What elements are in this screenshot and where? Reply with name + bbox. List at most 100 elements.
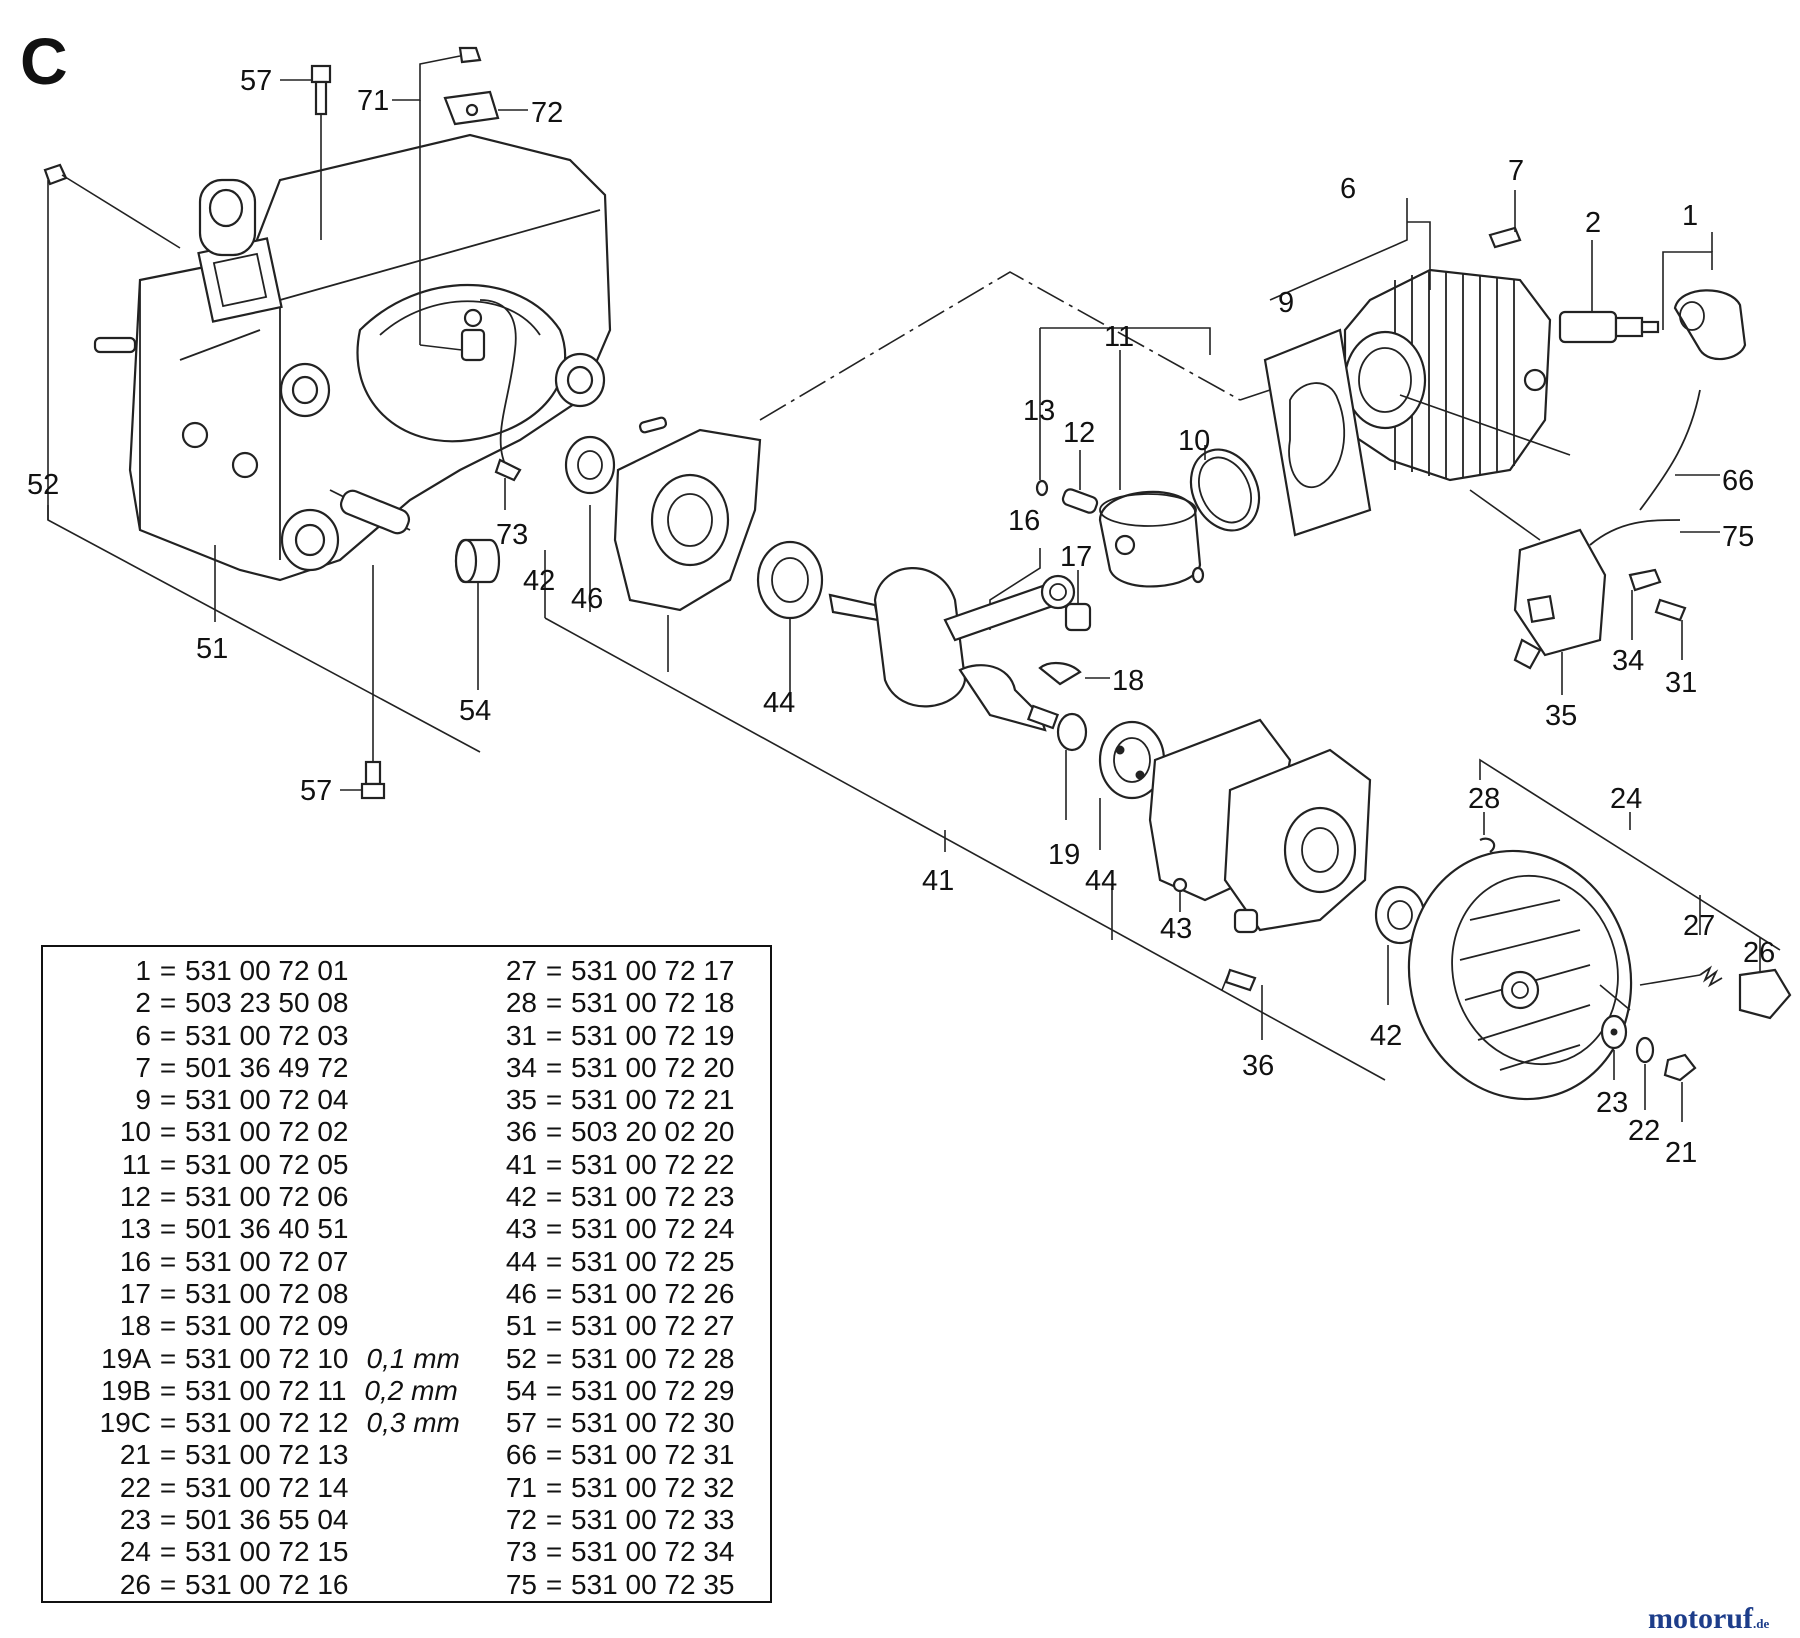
part-number: 531 00 72 02	[185, 1116, 349, 1148]
part-number: 531 00 72 35	[571, 1568, 735, 1600]
parts-list-row: 10=531 00 72 02	[47, 1116, 460, 1148]
ref-number: 26	[119, 1568, 151, 1600]
ref-number: 35	[505, 1084, 537, 1116]
part-number: 531 00 72 04	[185, 1084, 349, 1116]
parts-list-row: 73=531 00 72 34	[427, 1536, 735, 1568]
parts-list-row: 52=531 00 72 28	[427, 1343, 735, 1375]
equals-sign: =	[159, 1181, 177, 1213]
pawl-part-26	[1639, 968, 1792, 1020]
ref-number: 7	[135, 1051, 151, 1083]
callout-71: 71	[357, 85, 389, 117]
callout-42-bottom: 42	[1370, 1020, 1402, 1052]
equals-sign: =	[159, 1504, 177, 1536]
part-number: 531 00 72 09	[185, 1310, 349, 1342]
screw-part-31	[1654, 598, 1687, 660]
part-number: 531 00 72 27	[571, 1310, 735, 1342]
callout-28: 28	[1468, 783, 1500, 815]
callout-57-bottom: 57	[300, 775, 332, 807]
equals-sign: =	[159, 1116, 177, 1148]
callout-12: 12	[1063, 417, 1095, 449]
equals-sign: =	[159, 1439, 177, 1471]
circlip-part-13	[1035, 479, 1205, 584]
key-part-18	[1038, 662, 1082, 686]
part-note: 0,2 mm	[364, 1374, 458, 1406]
part-number: 531 00 72 34	[571, 1536, 735, 1568]
ref-number: 75	[505, 1568, 537, 1600]
parts-list-row: 36=503 20 02 20	[427, 1116, 735, 1148]
equals-sign: =	[545, 1504, 563, 1536]
seal-part-42-top	[564, 435, 616, 495]
callout-19: 19	[1048, 839, 1080, 871]
parts-list-row: 12=531 00 72 06	[47, 1181, 460, 1213]
callout-42-top: 42	[523, 565, 555, 597]
parts-list-row: 72=531 00 72 33	[427, 1504, 735, 1536]
screw-part-52	[43, 163, 181, 249]
equals-sign: =	[159, 1245, 177, 1277]
equals-sign: =	[159, 1084, 177, 1116]
ignition-module-part-35	[1513, 528, 1607, 695]
piston-part-11	[1098, 350, 1202, 588]
ref-number: 28	[505, 987, 537, 1019]
switch-part-71	[392, 46, 486, 362]
ref-number: 2	[135, 987, 151, 1019]
parts-list-row: 22=531 00 72 14	[47, 1472, 460, 1504]
equals-sign: =	[159, 1536, 177, 1568]
part-number: 503 23 50 08	[185, 987, 349, 1019]
cylinder-part-6	[1343, 268, 1552, 482]
callout-6: 6	[1340, 173, 1356, 205]
callout-35: 35	[1545, 700, 1577, 732]
parts-list-row: 66=531 00 72 31	[427, 1439, 735, 1471]
callout-43: 43	[1160, 913, 1192, 945]
parts-list-row: 35=531 00 72 21	[427, 1084, 735, 1116]
parts-list-row: 16=531 00 72 07	[47, 1246, 460, 1278]
part-number: 531 00 72 22	[571, 1148, 735, 1180]
callout-34: 34	[1612, 645, 1644, 677]
equals-sign: =	[545, 1407, 563, 1439]
ref-number: 54	[505, 1374, 537, 1406]
ref-number: 6	[135, 1019, 151, 1051]
ref-number: 36	[505, 1116, 537, 1148]
part-number: 531 00 72 16	[185, 1568, 349, 1600]
callout-2: 2	[1585, 207, 1601, 239]
callout-75: 75	[1722, 521, 1754, 553]
parts-list-row: 21=531 00 72 13	[47, 1439, 460, 1471]
ref-number: 51	[505, 1310, 537, 1342]
parts-list-row: 13=501 36 40 51	[47, 1213, 460, 1245]
gasket-part-9	[1263, 328, 1372, 537]
equals-sign: =	[545, 1019, 563, 1051]
part-number: 531 00 72 17	[571, 955, 735, 986]
part-number: 531 00 72 11	[185, 1374, 347, 1406]
ref-number: 43	[505, 1213, 537, 1245]
parts-list-row: 1=531 00 72 01	[47, 955, 460, 987]
callout-11: 11	[1104, 321, 1134, 353]
ref-number: 12	[119, 1181, 151, 1213]
equals-sign: =	[545, 1374, 563, 1406]
parts-list-row: 17=531 00 72 08	[47, 1278, 460, 1310]
callout-26: 26	[1743, 937, 1775, 969]
callout-51: 51	[196, 633, 228, 665]
equals-sign: =	[159, 1277, 177, 1309]
watermark-suffix: .de	[1752, 1616, 1770, 1631]
callout-36: 36	[1242, 1050, 1274, 1082]
part-number: 531 00 72 15	[185, 1536, 349, 1568]
shim-part-19	[1056, 712, 1088, 820]
ignition-lead-part-66	[1639, 389, 1701, 511]
ref-number: 11	[121, 1148, 151, 1180]
equals-sign: =	[545, 987, 563, 1019]
equals-sign: =	[545, 1148, 563, 1180]
motoruf-watermark: motoruf.de	[1648, 1602, 1769, 1636]
callout-57-top: 57	[240, 65, 272, 97]
ref-number: 42	[505, 1181, 537, 1213]
bolt-part-57-bottom	[340, 565, 386, 800]
ref-number: 1	[135, 955, 151, 986]
equals-sign: =	[545, 1213, 563, 1245]
crankcase-half-part-43	[1148, 718, 1372, 934]
part-number: 531 00 72 10	[185, 1342, 349, 1374]
parts-list-row: 46=531 00 72 26	[427, 1278, 735, 1310]
parts-list-row: 28=531 00 72 18	[427, 987, 735, 1019]
part-number: 531 00 72 31	[571, 1439, 735, 1471]
part-number: 501 36 49 72	[185, 1051, 349, 1083]
part-note: 0,3 mm	[366, 1407, 460, 1439]
